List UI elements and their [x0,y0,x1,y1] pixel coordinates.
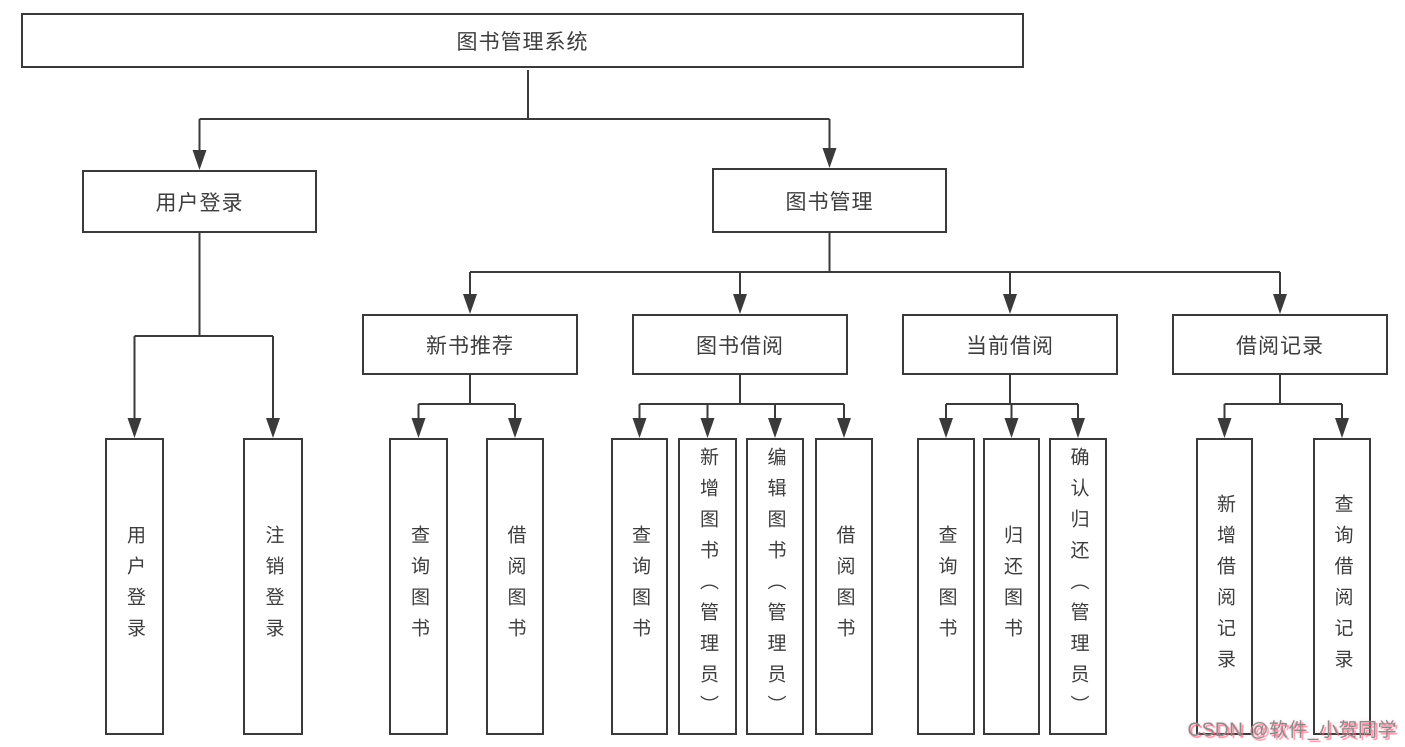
node-borrow-records: 借阅记录 [1172,314,1388,375]
leaf-label: 查询借阅记录 [1331,493,1353,680]
leaf-label: 查询图书 [935,524,957,649]
arrowhead [700,418,715,438]
connector-line [417,375,516,422]
arrowhead [127,418,142,438]
node-root-library-system: 图书管理系统 [21,13,1024,68]
leaf-label: 查询图书 [629,524,650,649]
leaf-rec-query-books: 查询图书 [389,438,448,735]
connector-mgmt-to-groups [463,233,1287,314]
connector-line [198,70,831,154]
arrowhead [1071,418,1085,438]
leaf-label: 查询图书 [408,524,429,649]
connector-login-to-leaves [127,233,280,438]
leaf-borrow-edit-books-admin: 编辑图书（管理员） [746,438,804,735]
leaf-current-return-books: 归还图书 [983,438,1040,735]
arrowhead [1273,294,1287,314]
connector-current-to-leaves [939,375,1085,438]
leaf-rec-borrow-books: 借阅图书 [486,438,544,735]
arrowhead [822,148,837,168]
arrowhead [1004,418,1019,438]
arrowhead [837,418,851,438]
arrowhead [939,418,953,438]
leaf-label: 借阅图书 [833,524,855,649]
connector-line [1223,375,1343,422]
arrowhead [1003,294,1017,314]
arrowhead [463,294,477,314]
node-new-book-recommend: 新书推荐 [362,314,578,375]
leaf-borrow-borrow-books: 借阅图书 [815,438,873,735]
leaf-label: 用户登录 [124,524,145,649]
leaf-label: 归还图书 [1001,524,1022,649]
connector-rec-to-leaves [411,375,522,438]
leaf-current-query-books: 查询图书 [917,438,975,735]
arrowhead [1335,418,1349,438]
leaf-user-login: 用户登录 [105,438,164,735]
leaf-borrow-add-books-admin: 新增图书（管理员） [678,438,737,735]
arrowhead [192,150,207,170]
leaf-label: 新增借阅记录 [1214,493,1235,680]
leaf-label: 新增图书（管理员） [697,447,718,726]
connector-line [133,233,274,422]
connector-root-to-level2 [192,70,837,170]
arrowhead [733,294,747,314]
connector-line [638,375,845,422]
connector-line [945,375,1079,422]
arrowhead [1217,418,1232,438]
arrowhead [768,418,782,438]
leaf-label: 编辑图书（管理员） [764,447,786,726]
leaf-label: 注销登录 [262,524,284,649]
connector-records-to-leaves [1217,375,1349,438]
node-current-borrow: 当前借阅 [902,314,1118,375]
arrowhead [266,418,280,438]
leaf-logout-login: 注销登录 [243,438,303,735]
node-book-borrow: 图书借阅 [632,314,848,375]
leaf-label: 确认归还（管理员） [1067,447,1089,726]
connector-borrow-to-leaves [632,375,851,438]
connector-line [469,233,1281,298]
node-book-management: 图书管理 [712,168,947,233]
node-user-login: 用户登录 [82,170,317,233]
arrowhead [632,418,647,438]
leaf-label: 借阅图书 [504,524,526,649]
csdn-watermark: CSDN @软件_小贺同学 [1187,720,1397,741]
leaf-records-add-record: 新增借阅记录 [1196,438,1253,735]
arrowhead [508,418,522,438]
leaf-borrow-query-books: 查询图书 [611,438,668,735]
leaf-records-query-record: 查询借阅记录 [1313,438,1371,735]
arrowhead [411,418,426,438]
leaf-current-confirm-return-admin: 确认归还（管理员） [1049,438,1107,735]
